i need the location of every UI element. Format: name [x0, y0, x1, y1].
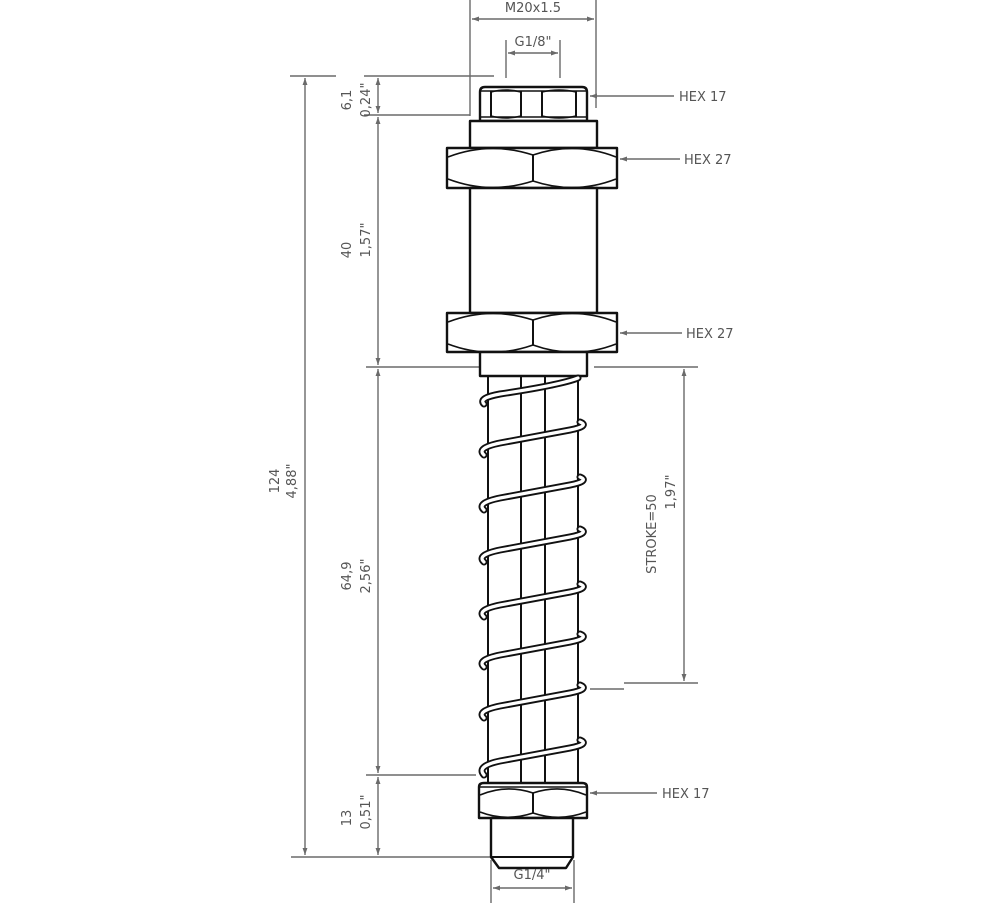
- top-thread-label: M20x1.5: [505, 1, 561, 16]
- upper-hex-27-nut: [445, 146, 619, 190]
- callout-lower-nut-label: HEX 27: [686, 327, 734, 342]
- cap-height-mm: 6,1: [340, 90, 355, 111]
- body-cylinder: [468, 186, 599, 315]
- cap-height-dimension: 6,1 0,24": [340, 78, 381, 118]
- spring-length-dimension: 64,9 2,56": [340, 369, 381, 773]
- cap-height-inch: 0,24": [359, 83, 374, 118]
- callout-lower-nut: HEX 27: [620, 327, 734, 342]
- callout-top-hex: HEX 17: [590, 90, 727, 105]
- bottom-port-dimension: G1/4": [490, 860, 575, 903]
- body-height-dimension: 40 1,57": [340, 117, 381, 365]
- body-height-mm: 40: [340, 242, 355, 259]
- callout-upper-nut: HEX 27: [620, 153, 732, 168]
- lower-collar: [478, 350, 589, 378]
- top-port-label: G1/8": [515, 35, 552, 50]
- top-hex-17: [478, 85, 589, 123]
- lower-hex-27-nut: [445, 311, 619, 354]
- bottom-thread-port: [489, 816, 575, 870]
- callout-bottom-hex: HEX 17: [590, 787, 710, 802]
- callout-upper-nut-label: HEX 27: [684, 153, 732, 168]
- stroke-inch: 1,97": [664, 475, 679, 510]
- bottom-hex-17: [477, 781, 589, 820]
- overall-inch: 4,88": [285, 464, 300, 499]
- bottom-height-mm: 13: [340, 810, 355, 827]
- spring-length-mm: 64,9: [340, 562, 355, 591]
- bottom-height-dimension: 13 0,51": [340, 777, 381, 855]
- top-port-dimension: G1/8": [505, 35, 561, 78]
- stroke-label: STROKE=50: [645, 494, 660, 574]
- overall-dimension: 124 4,88": [268, 78, 308, 855]
- callout-top-hex-label: HEX 17: [679, 90, 727, 105]
- bottom-height-inch: 0,51": [359, 795, 374, 830]
- body-height-inch: 1,57": [359, 223, 374, 258]
- return-spring: [478, 374, 587, 779]
- overall-mm: 124: [268, 469, 283, 494]
- spring-length-inch: 2,56": [359, 559, 374, 594]
- stroke-dimension: STROKE=50 1,97": [590, 366, 698, 690]
- top-thread-dimension: M20x1.5: [469, 0, 597, 116]
- callout-bottom-hex-label: HEX 17: [662, 787, 710, 802]
- top-collar: [468, 119, 599, 150]
- bottom-port-label: G1/4": [514, 868, 551, 883]
